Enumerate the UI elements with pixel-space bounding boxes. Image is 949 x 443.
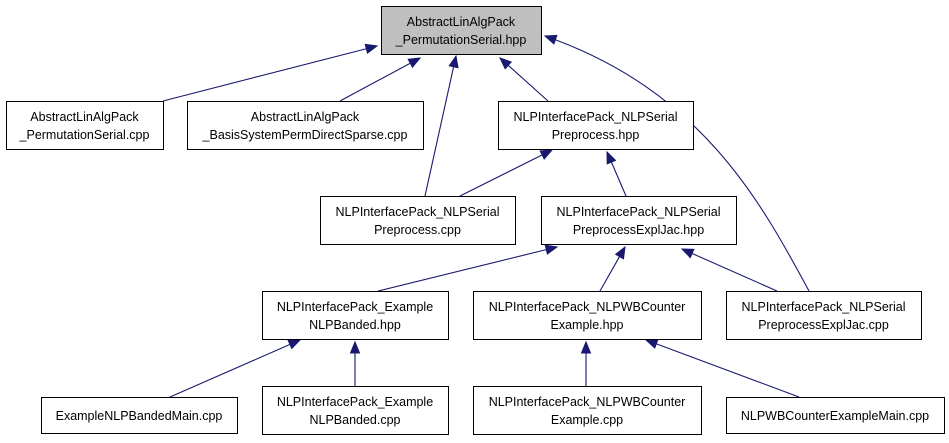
node-example_cpp[interactable]: NLPInterfacePack_ExampleNLPBanded.cpp (262, 386, 449, 435)
node-label: NLPBanded.cpp (309, 413, 400, 427)
node-wbmain_cpp[interactable]: NLPWBCounterExampleMain.cpp (726, 397, 945, 434)
edges-layer (162, 34, 810, 398)
edge-expljac_cpp-to-root (543, 34, 810, 292)
node-label: Preprocess.hpp (552, 128, 640, 142)
edge-basis_cpp-to-root (339, 57, 422, 102)
node-label: NLPBanded.hpp (309, 318, 401, 332)
node-label: _PermutationSerial.cpp (19, 128, 150, 142)
node-label: NLPInterfacePack_NLPWBCounter (489, 300, 686, 314)
node-label: AbstractLinAlgPack (251, 110, 360, 124)
node-label: NLPInterfacePack_NLPSerial (742, 300, 906, 314)
node-label: _BasisSystemPermDirectSparse.cpp (202, 128, 408, 142)
node-expljac_hpp[interactable]: NLPInterfacePack_NLPSerialPreprocessExpl… (541, 196, 737, 245)
edge-expljac_hpp-to-nlpserial_hpp (606, 150, 627, 197)
edge-example_hpp-to-expljac_hpp (377, 244, 559, 292)
node-label: NLPInterfacePack_NLPSerial (514, 110, 678, 124)
edge-bandedmain_cpp-to-example_hpp (169, 339, 302, 398)
edge-nlpserial_cpp-to-nlpserial_hpp (459, 149, 554, 197)
node-basis_cpp[interactable]: AbstractLinAlgPack _BasisSystemPermDirect… (187, 101, 424, 150)
node-example_hpp[interactable]: NLPInterfacePack_ExampleNLPBanded.hpp (262, 291, 449, 340)
node-label: NLPInterfacePack_Example (277, 300, 433, 314)
edge-perm_cpp-to-root (162, 43, 379, 102)
node-label: PreprocessExplJac.cpp (758, 318, 889, 332)
edge-wbcounter_hpp-to-expljac_hpp (599, 245, 626, 292)
node-perm_cpp[interactable]: AbstractLinAlgPack _PermutationSerial.cpp (6, 101, 164, 150)
edge-expljac_cpp-to-expljac_hpp (680, 248, 778, 292)
node-label: NLPInterfacePack_NLPSerial (336, 205, 500, 219)
node-label: Example.cpp (551, 413, 623, 427)
node-label: AbstractLinAlgPack (30, 110, 139, 124)
edge-wbcounter_cpp-to-wbcounter_hpp (580, 340, 592, 386)
node-bandedmain_cpp[interactable]: ExampleNLPBandedMain.cpp (41, 397, 238, 434)
node-label: _PermutationSerial.hpp (395, 33, 527, 47)
node-label: Preprocess.cpp (374, 223, 461, 237)
node-label: PreprocessExplJac.hpp (573, 223, 704, 237)
node-label: NLPWBCounterExampleMain.cpp (741, 409, 929, 423)
node-label: NLPInterfacePack_NLPWBCounter (489, 395, 686, 409)
node-root[interactable]: AbstractLinAlgPack _PermutationSerial.hpp (381, 6, 542, 55)
edge-nlpserial_cpp-to-root (424, 54, 459, 197)
node-label: AbstractLinAlgPack (407, 15, 516, 29)
node-label: Example.hpp (551, 318, 624, 332)
node-label: NLPInterfacePack_Example (277, 395, 433, 409)
node-wbcounter_cpp[interactable]: NLPInterfacePack_NLPWBCounterExample.cpp (473, 386, 702, 435)
node-wbcounter_hpp[interactable]: NLPInterfacePack_NLPWBCounterExample.hpp (473, 291, 702, 340)
node-expljac_cpp[interactable]: NLPInterfacePack_NLPSerialPreprocessExpl… (726, 291, 922, 340)
node-label: ExampleNLPBandedMain.cpp (56, 409, 223, 423)
edge-nlpserial_hpp-to-root (499, 57, 549, 102)
node-label: NLPInterfacePack_NLPSerial (557, 205, 721, 219)
nodes-layer: AbstractLinAlgPack _PermutationSerial.hpp… (6, 6, 945, 435)
edge-example_cpp-to-example_hpp (349, 340, 361, 386)
